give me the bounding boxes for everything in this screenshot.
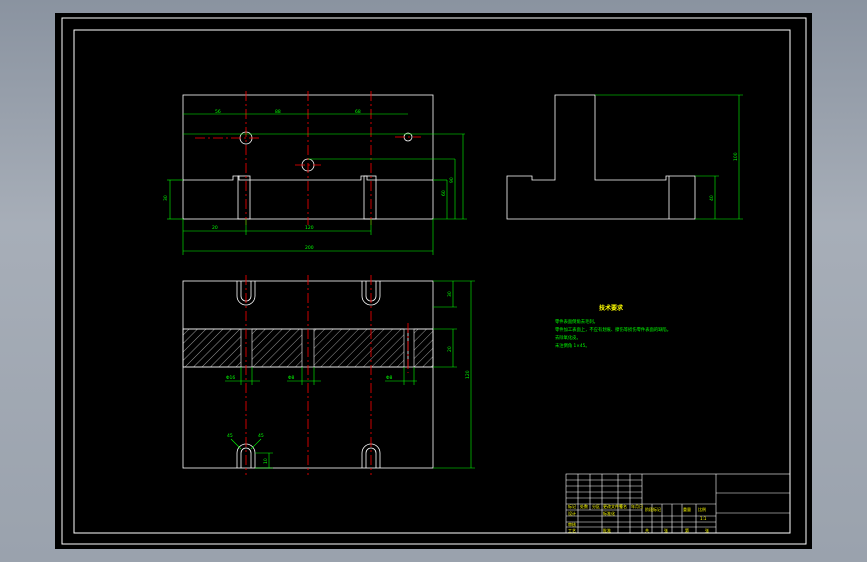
dim-front-angle-2: 45	[258, 433, 264, 439]
front-view-dimensions	[225, 280, 475, 469]
side-view-dimensions	[595, 94, 743, 220]
top-view-slot-left	[237, 175, 251, 220]
tb-label-1: 标记	[568, 503, 576, 509]
dim-top-1: 56	[215, 109, 221, 115]
dim-top-5: 120	[305, 225, 314, 231]
dim-top-9: 90	[449, 177, 455, 183]
tb-label-2: 处数	[580, 503, 588, 509]
top-view-step-line	[183, 175, 433, 181]
tb-label-7: 设计	[568, 510, 576, 516]
dim-top-4: 20	[212, 225, 218, 231]
section-hatch-4	[413, 328, 434, 368]
tb-label-12: 审核	[568, 521, 576, 527]
tb-label-5: 签名	[619, 503, 627, 509]
tb-label-10: 重量	[683, 506, 691, 512]
dim-front-bore-1: Φ16	[226, 375, 235, 381]
cad-viewport[interactable]: 56 88 68 20 120 200 30 60 90 100 40	[55, 13, 812, 549]
dim-top-7: 30	[163, 195, 169, 201]
notes-line-4: 未注倒角 1×45。	[555, 342, 590, 349]
technical-notes: 技术要求 零件表面倒角去毛刺。 零件加工表面上，不应有划痕、擦伤等损伤零件表面的…	[555, 304, 671, 349]
tb-scale: 1:1	[700, 516, 707, 521]
inner-border	[73, 29, 791, 534]
front-view-centerlines	[245, 275, 409, 475]
dim-side-2: 40	[709, 195, 715, 201]
tb-label-18: 张	[705, 527, 709, 533]
tb-label-3: 分区	[592, 503, 600, 509]
tb-label-6: 年月日	[631, 503, 643, 509]
dim-top-2: 88	[275, 109, 281, 115]
dim-front-upper: 30	[447, 291, 453, 297]
notes-line-2: 零件加工表面上，不应有划痕、擦伤等损伤零件表面的缺陷。	[555, 326, 671, 333]
front-view: 120 30 20 10 Φ16 Φ8 Φ8 45 45	[182, 275, 475, 475]
section-hatch-2	[251, 328, 303, 368]
dim-top-8: 60	[441, 190, 447, 196]
dim-front-bore-3: Φ8	[386, 375, 393, 381]
title-block: 标记 处数 分区 更改文件号 签名 年月日 设计 标准化 阶段标记 重量 比例 …	[565, 473, 791, 534]
dim-front-low: 10	[263, 458, 269, 464]
outer-border	[61, 17, 807, 545]
notes-line-3: 去除氧化皮。	[555, 334, 581, 341]
tb-label-4: 更改文件号	[603, 503, 623, 509]
dim-front-mid: 20	[447, 346, 453, 352]
dim-top-6: 200	[305, 245, 314, 251]
tb-label-16: 张	[664, 527, 668, 533]
dim-front-angle-1: 45	[227, 433, 233, 439]
top-view-centerlines	[195, 91, 421, 225]
top-view-slot-right	[363, 175, 377, 220]
section-hatch-3	[313, 328, 405, 368]
section-hatch-1	[182, 328, 242, 368]
tb-label-11: 比例	[698, 506, 706, 512]
tb-label-9: 阶段标记	[645, 506, 661, 512]
tb-label-8: 标准化	[603, 510, 615, 516]
dim-front-bore-2: Φ8	[288, 375, 295, 381]
dim-side-1: 100	[733, 152, 739, 161]
dim-front-total: 120	[465, 370, 471, 379]
tb-label-15: 共	[645, 527, 649, 533]
tb-label-13: 工艺	[568, 528, 576, 533]
notes-title: 技术要求	[599, 304, 624, 312]
tb-label-17: 第	[685, 527, 689, 533]
notes-line-1: 零件表面倒角去毛刺。	[555, 318, 598, 325]
top-view: 56 88 68 20 120 200 30 60 90	[163, 91, 467, 255]
dim-top-3: 68	[355, 109, 361, 115]
side-view-outline	[506, 94, 696, 220]
tb-label-14: 批准	[603, 527, 611, 533]
cad-drawing: 56 88 68 20 120 200 30 60 90 100 40	[61, 17, 807, 545]
top-view-dimensions	[167, 113, 467, 255]
side-view: 100 40	[506, 94, 743, 220]
